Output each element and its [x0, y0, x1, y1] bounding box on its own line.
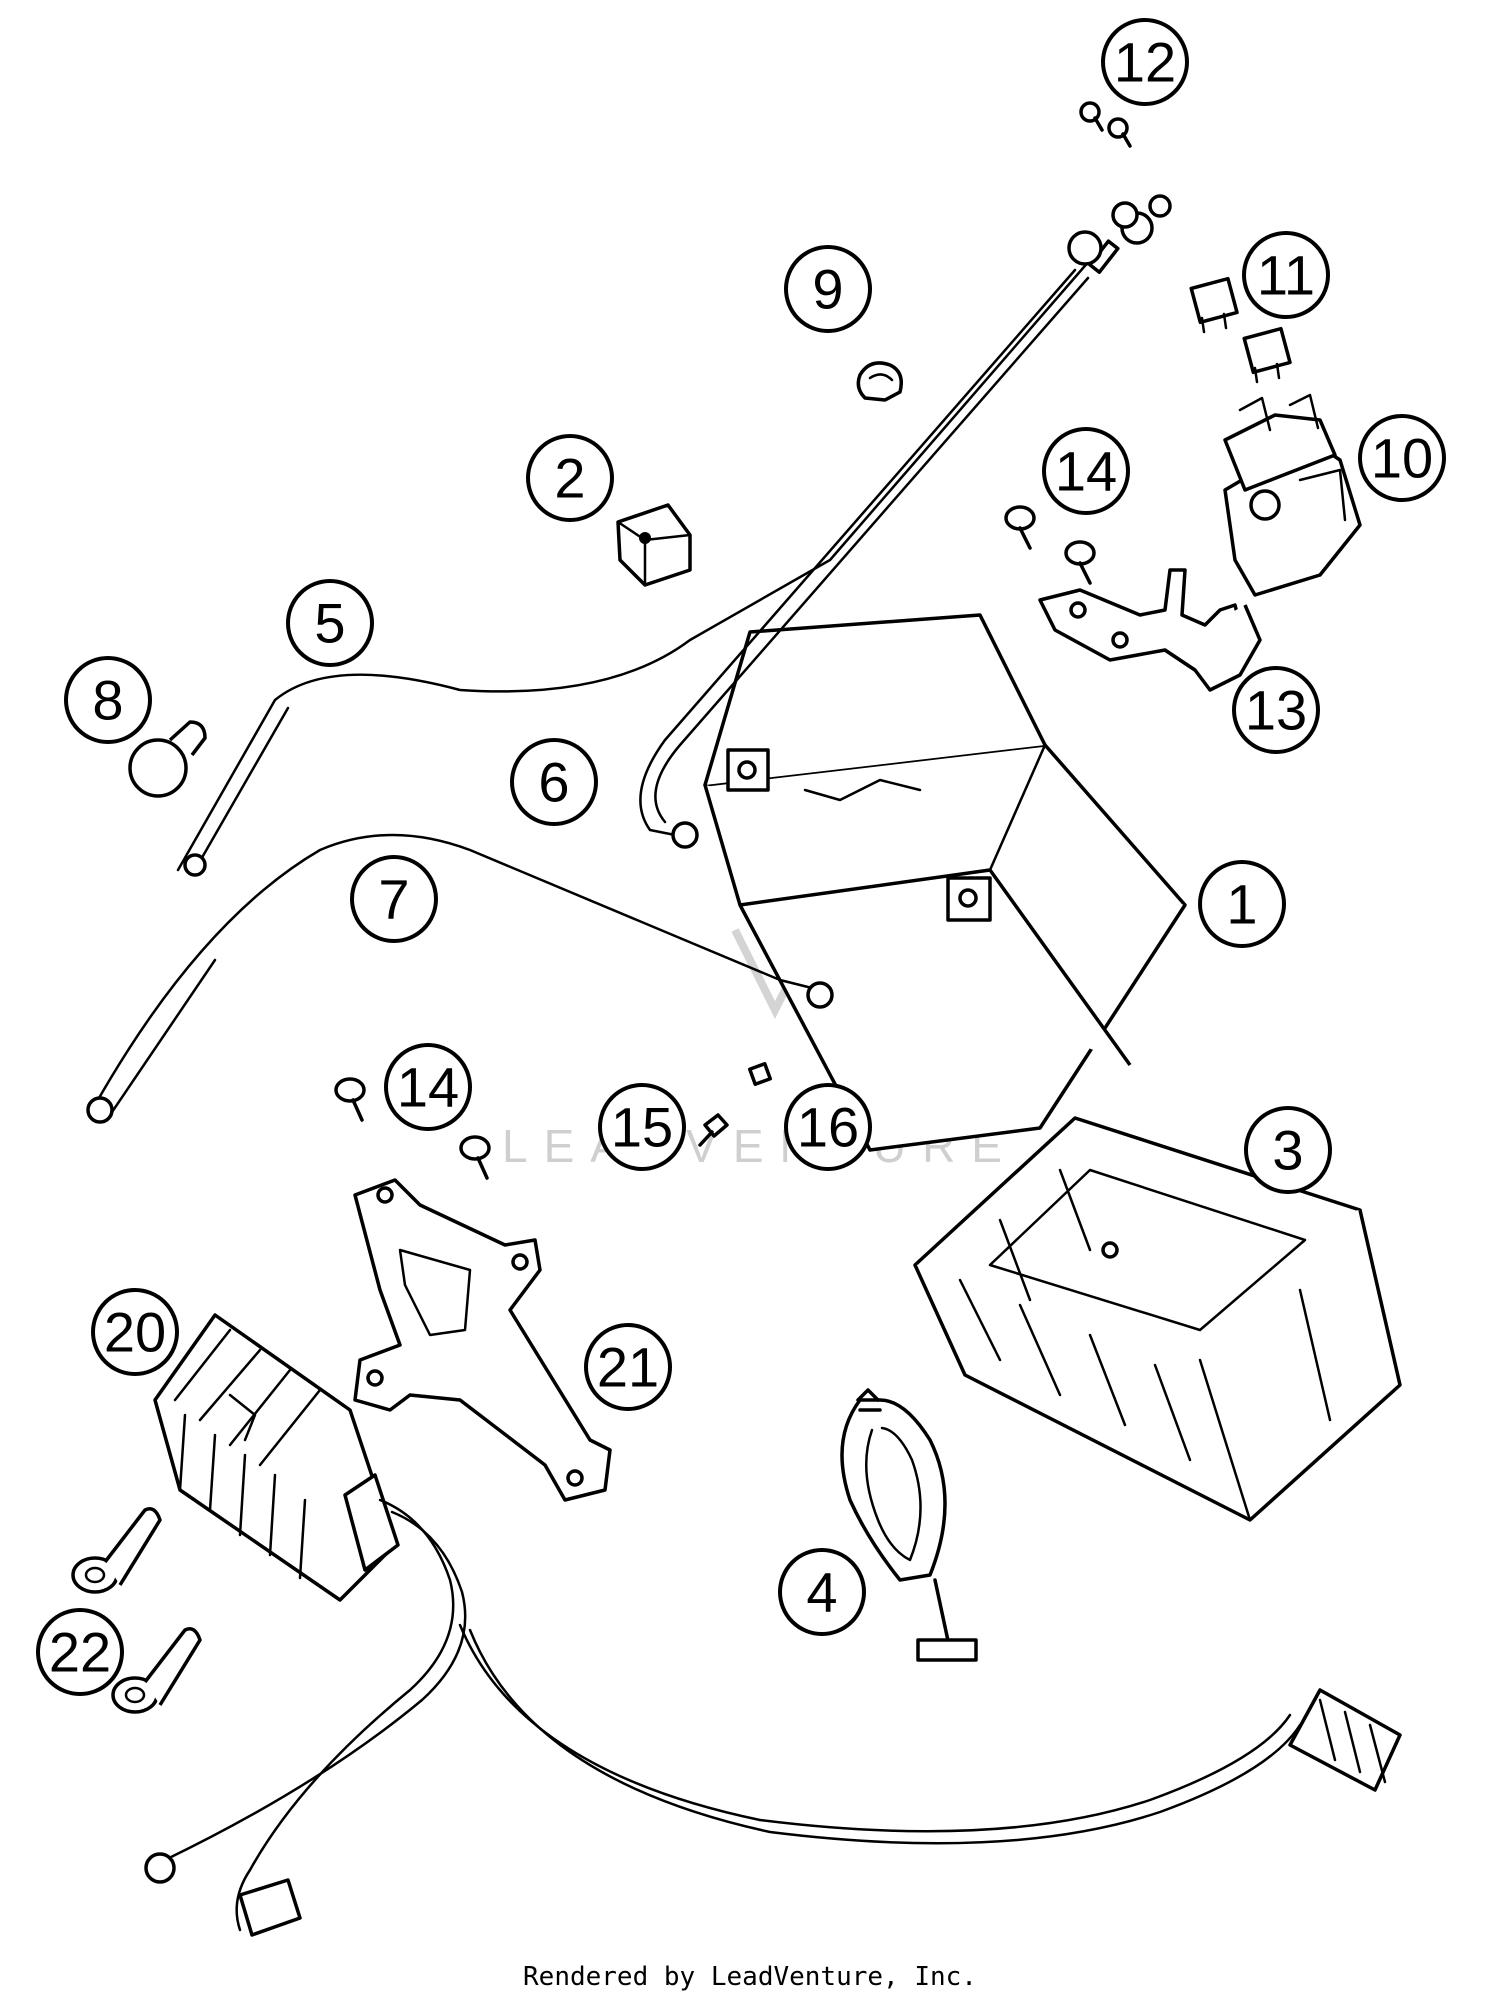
callout-5-label: 5	[314, 592, 345, 655]
callout-2-label: 2	[554, 447, 585, 510]
battery-strap[interactable]	[840, 1388, 978, 1662]
callout-10-label: 10	[1371, 427, 1433, 490]
fuses[interactable]	[1189, 276, 1292, 384]
callout-7-label: 7	[378, 868, 409, 931]
callout-12-label: 12	[1114, 31, 1176, 94]
callout-1: 1	[1198, 860, 1286, 948]
callout-14b: 14	[384, 1043, 472, 1131]
callout-8: 8	[64, 656, 152, 744]
terminal-cap[interactable]	[616, 503, 692, 587]
callout-9: 9	[784, 245, 872, 333]
callout-10: 10	[1358, 414, 1446, 502]
terminal-boot[interactable]	[128, 720, 207, 798]
bolts-22[interactable]	[71, 1507, 202, 1714]
screws-14-upper[interactable]	[1004, 505, 1096, 585]
cable-clip[interactable]	[856, 361, 903, 402]
callout-16: 16	[784, 1083, 872, 1171]
starter-relay[interactable]	[1223, 393, 1362, 597]
callout-4: 4	[778, 1548, 866, 1636]
callout-20: 20	[91, 1288, 179, 1376]
regulator-rectifier[interactable]	[153, 1313, 400, 1602]
callout-15-label: 15	[611, 1096, 673, 1159]
battery[interactable]	[703, 613, 1187, 1152]
callout-12: 12	[1101, 18, 1189, 106]
callout-4-label: 4	[806, 1561, 837, 1624]
callout-3: 3	[1244, 1106, 1332, 1194]
callout-2: 2	[526, 434, 614, 522]
callout-1-label: 1	[1226, 873, 1257, 936]
negative-cable[interactable]	[639, 201, 1139, 849]
callout-9-label: 9	[812, 258, 843, 321]
callout-13-label: 13	[1245, 679, 1307, 742]
relay-bracket[interactable]	[1038, 568, 1262, 692]
battery-tray[interactable]	[913, 1116, 1402, 1522]
callout-11: 11	[1242, 231, 1330, 319]
callout-14b-label: 14	[397, 1056, 459, 1119]
callout-8-label: 8	[92, 669, 123, 732]
callout-15: 15	[598, 1083, 686, 1171]
screws-14-lower[interactable]	[334, 1077, 491, 1180]
callout-16-label: 16	[797, 1096, 859, 1159]
callout-7: 7	[350, 855, 438, 943]
screw-15[interactable]	[698, 1113, 729, 1147]
callout-21: 21	[584, 1323, 672, 1411]
credit-text: Rendered by LeadVenture, Inc.	[523, 1962, 977, 1992]
callout-5: 5	[286, 579, 374, 667]
callout-14a: 14	[1042, 427, 1130, 515]
regulator-harness[interactable]	[144, 1498, 1402, 1937]
screws-12[interactable]	[1079, 101, 1132, 148]
ground-cable[interactable]	[86, 833, 834, 1124]
nut-16[interactable]	[747, 1061, 773, 1087]
regulator-bracket[interactable]	[353, 1178, 612, 1502]
callout-3-label: 3	[1272, 1119, 1303, 1182]
callout-14a-label: 14	[1055, 440, 1117, 503]
callout-13: 13	[1232, 666, 1320, 754]
callout-21-label: 21	[597, 1336, 659, 1399]
callout-6: 6	[510, 738, 598, 826]
callout-22-label: 22	[49, 1621, 111, 1684]
callout-20-label: 20	[104, 1301, 166, 1364]
callout-11-label: 11	[1257, 244, 1315, 307]
callout-22: 22	[36, 1608, 124, 1696]
callout-6-label: 6	[538, 751, 569, 814]
